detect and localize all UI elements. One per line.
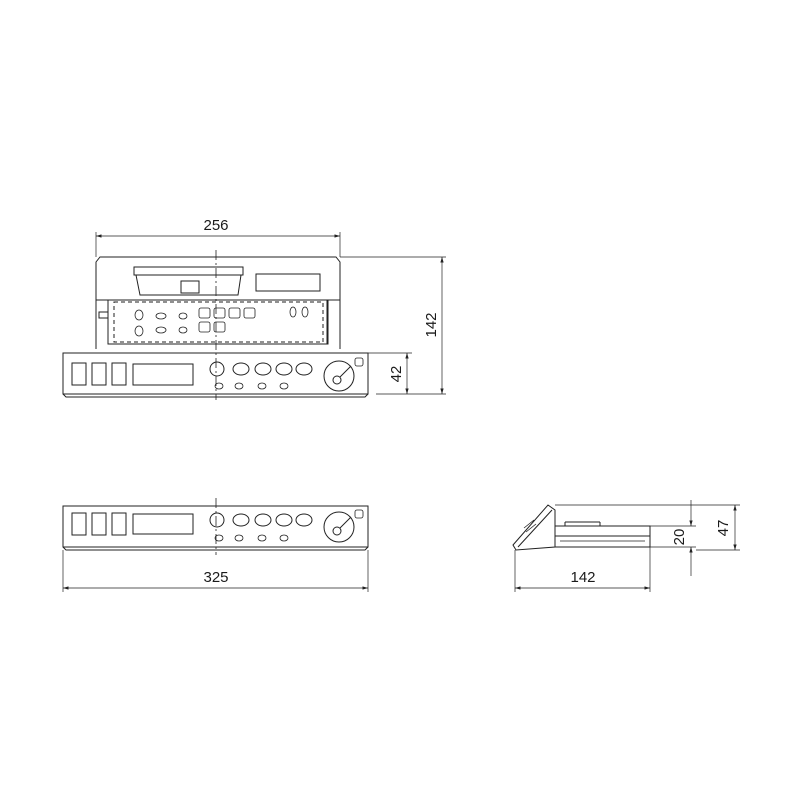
front-display	[132, 513, 194, 535]
panel-button	[295, 362, 313, 376]
dim-side-142-label: 142	[570, 569, 595, 586]
dim-20-label: 20	[671, 529, 688, 546]
panel-key	[111, 362, 127, 386]
front-knob	[323, 511, 355, 543]
dim-42-label: 42	[388, 366, 405, 383]
panel-buttons	[134, 306, 309, 337]
dim-325-label: 325	[203, 569, 228, 586]
slot-tab	[180, 280, 200, 294]
side-view: 142 20 47	[512, 500, 740, 592]
panel-button	[209, 361, 225, 377]
housing-outline	[95, 256, 341, 349]
panel-button	[254, 362, 272, 376]
dim-47-label: 47	[715, 520, 732, 537]
front-key	[91, 512, 107, 536]
front-view: 325	[62, 498, 369, 592]
hidden-control-panel	[113, 301, 324, 343]
dim-256-label: 256	[203, 217, 228, 234]
panel-button	[275, 362, 293, 376]
front-key	[111, 512, 127, 536]
slot-cover	[133, 266, 244, 276]
front-key	[71, 512, 87, 536]
front-panel	[62, 505, 369, 548]
panel-key	[71, 362, 87, 386]
display-window	[255, 273, 321, 292]
panel-display	[132, 363, 194, 386]
small-indicator	[98, 311, 109, 319]
control-panel-front	[62, 352, 369, 395]
slot-body	[135, 274, 242, 296]
dim-142-label: 142	[423, 312, 440, 337]
panel-button	[232, 362, 250, 376]
volume-knob	[323, 360, 355, 392]
panel-key	[91, 362, 107, 386]
top-assembly-view: 256 142 42	[62, 217, 446, 400]
side-panel-wedge	[512, 504, 556, 551]
